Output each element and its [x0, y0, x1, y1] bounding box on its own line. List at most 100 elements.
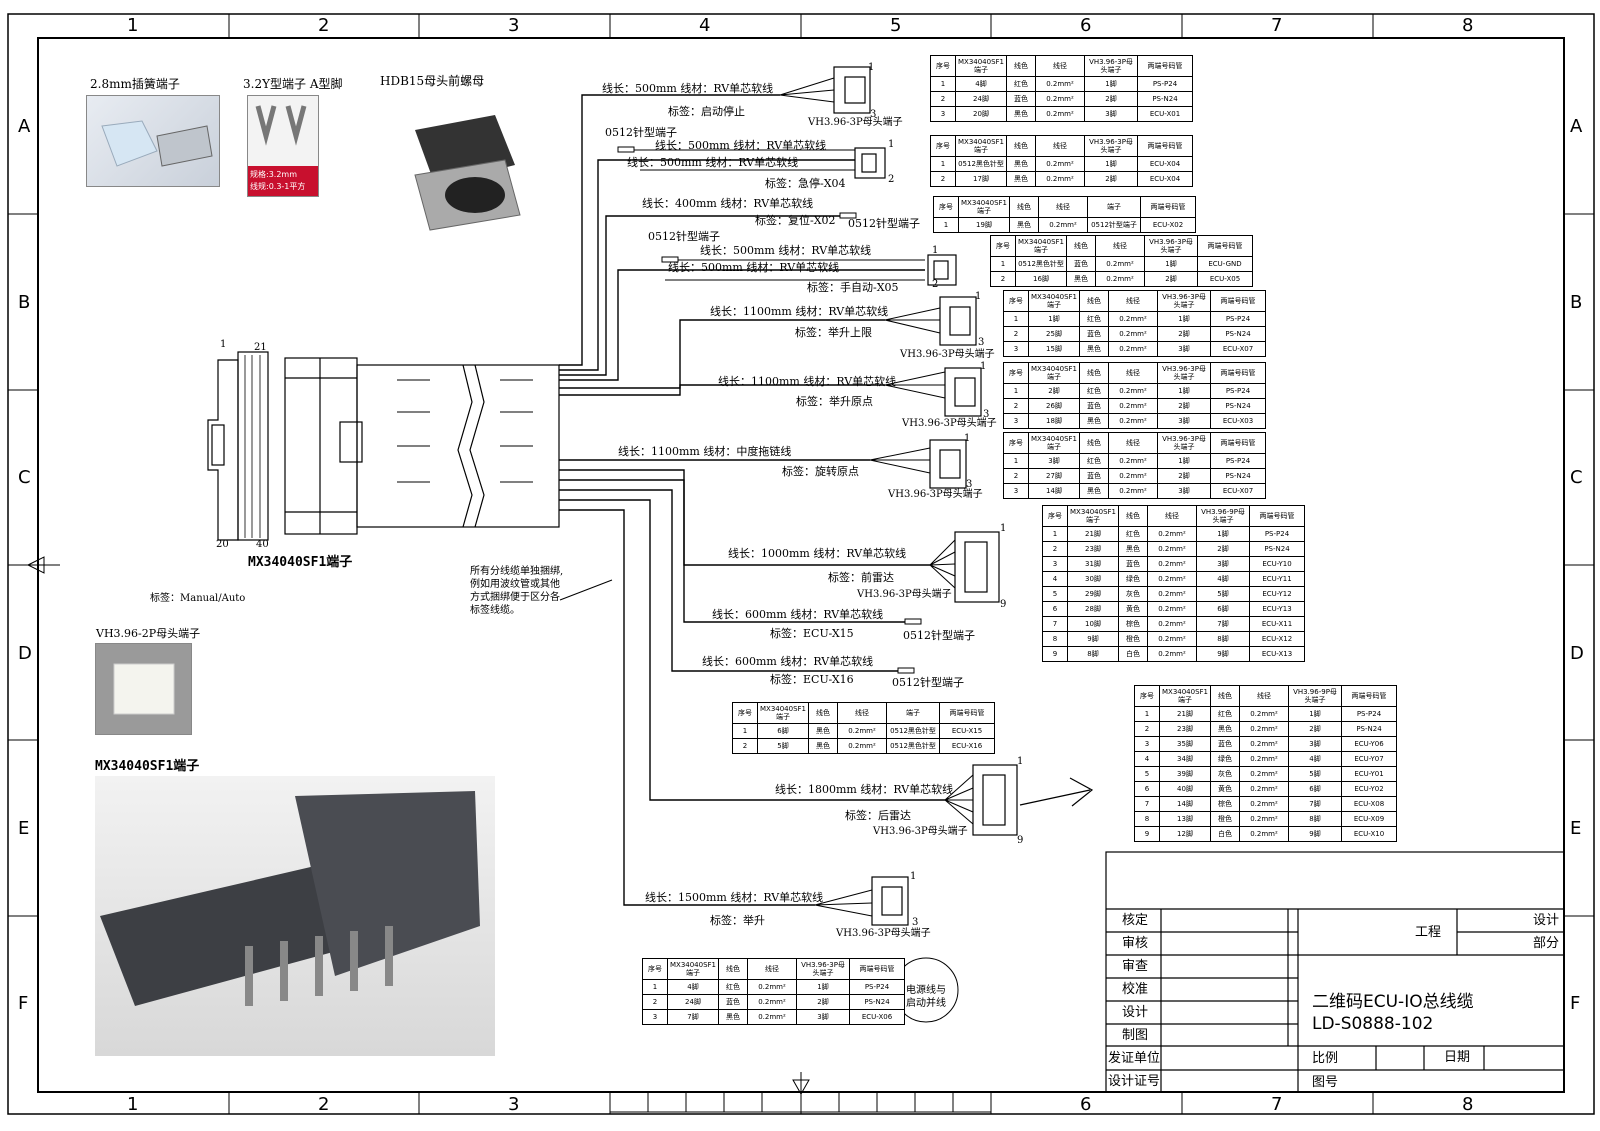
grid-row-e: E — [18, 818, 30, 839]
vh2p-label: VH3.96-2P母头端子 — [96, 627, 201, 640]
table-cell: 3脚 — [796, 1009, 850, 1025]
grid-col-7-bottom: 7 — [1271, 1094, 1283, 1115]
tb-part: 部分 — [1533, 936, 1560, 951]
table-cell: ECU-X06 — [849, 1009, 905, 1025]
table-cell: 黑色 — [1009, 217, 1039, 233]
branch-11-conn: VH3.96-3P母头端子 — [873, 826, 968, 837]
table-cell: ECU-X07 — [1210, 483, 1266, 499]
mx-photo-label: MX34040SF1端子 — [95, 759, 200, 774]
branch-6-conn: VH3.96-3P母头端子 — [902, 418, 997, 429]
branch-4-spec: 线长：500mm 线材：RV单芯软线 — [700, 244, 872, 257]
power-note-l2: 启动并线 — [906, 998, 946, 1009]
table-cell: 3脚 — [1084, 106, 1138, 122]
branch-8-p9: 9 — [1000, 599, 1007, 610]
branch-4-p2: 2 — [932, 279, 939, 290]
grid-col-8: 8 — [1462, 15, 1474, 36]
branch-4-p1: 1 — [932, 245, 939, 256]
tb-design: 设计 — [1122, 1005, 1149, 1020]
branch-10-tag: 标签：ECU-X16 — [770, 673, 854, 686]
grid-col-2: 2 — [318, 15, 330, 36]
fan-lines — [620, 77, 974, 917]
branch-7-p1: 1 — [964, 433, 971, 444]
spring-terminal-label: 2.8mm插簧端子 — [90, 77, 180, 91]
branch-11-tag: 标签：后雷达 — [845, 809, 911, 822]
branch-2-spec: 线长：500mm 线材：RV单芯软线 — [655, 139, 827, 152]
table-cell: ECU-X01 — [1137, 106, 1193, 122]
branch-10-spec: 线长：600mm 线材：RV单芯软线 — [702, 655, 874, 668]
table-cell: 9 — [1042, 646, 1068, 662]
grid-col-1: 1 — [127, 15, 139, 36]
table-cell: ECU-X16 — [939, 738, 995, 754]
branch-11-p9: 9 — [1017, 835, 1024, 846]
branch-7-tag: 标签：旋转原点 — [782, 465, 859, 478]
manual-auto-tag: 标签：Manual/Auto — [150, 593, 246, 604]
branch-8-conn: VH3.96-3P母头端子 — [857, 589, 952, 600]
grid-col-1-bottom: 1 — [127, 1094, 139, 1115]
pin-40-label: 40 — [256, 539, 269, 550]
grid-col-5: 5 — [890, 15, 902, 36]
grid-row-a: A — [18, 116, 31, 137]
table-cell: 0512针型端子 — [1087, 217, 1141, 233]
branch-9-spec: 线长：600mm 线材：RV单芯软线 — [712, 608, 884, 621]
grid-row-c-right: C — [1570, 467, 1583, 488]
branch-6-tag: 标签：举升原点 — [796, 395, 873, 408]
branch-9-conn: 0512针型端子 — [903, 629, 975, 642]
grid-col-4: 4 — [699, 15, 711, 36]
branch-12-p3: 3 — [912, 917, 919, 928]
branch-1-conn: VH3.96-3P母头端子 — [808, 117, 903, 128]
note-line-3: 方式捆绑便于区分各 — [470, 592, 560, 603]
branch-5-p3: 3 — [978, 337, 985, 348]
pin-21-label: 21 — [254, 342, 267, 353]
spring-terminal-image — [101, 120, 213, 167]
branch-1-p3: 3 — [870, 109, 877, 120]
table-cell: 3脚 — [1157, 341, 1211, 357]
table-cell: 黑色 — [1079, 413, 1109, 429]
branch-7-conn: VH3.96-3P母头端子 — [888, 489, 983, 500]
hdb15-image — [414, 115, 521, 231]
branch-5-spec: 线长：1100mm 线材：RV单芯软线 — [710, 305, 889, 318]
pin-terminals — [617, 146, 922, 674]
table-cell: ECU-X04 — [1137, 171, 1193, 187]
branch-2-spec2: 线长：500mm 线材：RV单芯软线 — [627, 156, 799, 169]
tb-approve: 核定 — [1122, 913, 1149, 928]
branch-3-tag: 标签：复位-X02 — [755, 214, 836, 227]
table-cell: 14脚 — [1028, 483, 1080, 499]
branch-6-p1: 1 — [980, 361, 987, 372]
branch-4-pre: 0512针型端子 — [648, 230, 720, 243]
mx-connector-name: MX34040SF1端子 — [248, 555, 353, 570]
branch-2-p2: 2 — [888, 174, 895, 185]
table-cell: 0512黑色针型 — [886, 738, 940, 754]
branch-1-tag: 标签：启动停止 — [668, 105, 745, 118]
branch-6-spec: 线长：1100mm 线材：RV单芯软线 — [718, 375, 897, 388]
power-note-l1: 电源线与 — [906, 985, 946, 996]
grid-row-a-right: A — [1570, 116, 1583, 137]
grid-col-3-bottom: 3 — [508, 1094, 520, 1115]
y-terminal-image — [255, 105, 307, 146]
table-cell: 0.2mm² — [1095, 271, 1145, 287]
arrow-to-table — [1019, 777, 1094, 807]
mx-connector-photo — [95, 776, 495, 1056]
branch-11-p1: 1 — [1017, 756, 1024, 767]
grid-row-e-right: E — [1570, 818, 1582, 839]
tb-check: 审查 — [1122, 959, 1149, 974]
tb-cert-no: 设计证号 — [1108, 1074, 1161, 1089]
branch-1-spec: 线长：500mm 线材：RV单芯软线 — [602, 82, 774, 95]
